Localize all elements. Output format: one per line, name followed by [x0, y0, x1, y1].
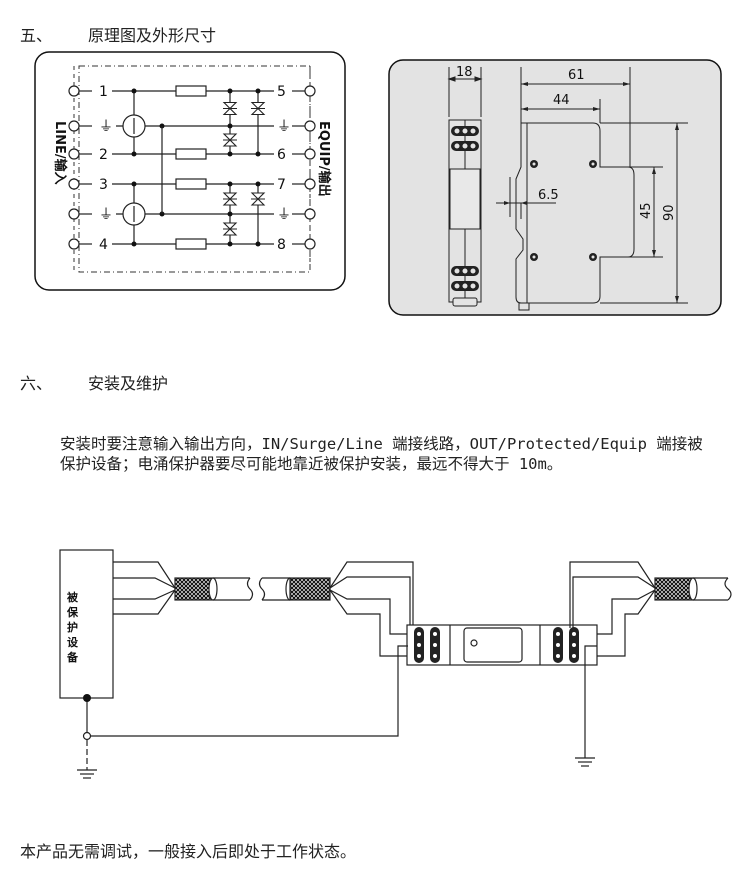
- device-label-char: 保: [66, 605, 79, 619]
- dim-height-label: 90: [662, 204, 677, 221]
- junction-dot: [227, 88, 233, 94]
- device-ground-node: [83, 694, 91, 702]
- input-terminal: [68, 85, 80, 97]
- dimension-drawing: 18 61 44 6.5 45 90: [388, 59, 722, 316]
- junction-dot: [227, 123, 233, 129]
- input-pin-label: ⏚: [99, 207, 113, 223]
- input-pin-label: 4: [99, 237, 108, 253]
- ground-icon: [77, 769, 97, 779]
- input-terminal: [68, 238, 80, 250]
- tvs-diode-icon: [222, 133, 238, 147]
- input-terminal: [68, 178, 80, 190]
- schematic-frame: [34, 51, 346, 291]
- junction-dot: [227, 181, 233, 187]
- device-label-char: 设: [67, 635, 79, 649]
- junction-dot: [255, 151, 261, 157]
- output-pin-label: 5: [277, 84, 286, 100]
- junction-dot: [227, 211, 233, 217]
- resistor: [175, 238, 207, 250]
- output-pin-label: 8: [277, 237, 286, 253]
- junction-dot: [131, 88, 137, 94]
- tvs-diode-icon: [250, 101, 266, 116]
- junction-dot: [255, 181, 261, 187]
- device-label-char: 被: [67, 590, 79, 604]
- ground-icon: [575, 757, 595, 767]
- tvs-diode-icon: [222, 101, 238, 116]
- dimension-arrows: [504, 82, 679, 303]
- section5-title: 原理图及外形尺寸: [88, 26, 217, 45]
- protected-device-label: 被 保 护 设 备: [66, 590, 79, 664]
- junction-dot: [227, 151, 233, 157]
- ground-junction: [82, 731, 92, 741]
- dim-depth-total-label: 61: [568, 68, 585, 83]
- enclosure-dashed-box: [78, 65, 311, 273]
- section6-title: 安装及维护: [88, 374, 169, 393]
- input-pin-label: 3: [99, 177, 108, 193]
- junction-dot: [227, 241, 233, 247]
- input-pin-label: 2: [99, 147, 108, 163]
- output-terminal: [304, 208, 316, 220]
- input-terminal: [68, 208, 80, 220]
- junction-dot: [131, 151, 137, 157]
- output-pin-label: 6: [277, 147, 286, 163]
- dim-depth-front-label: 44: [553, 93, 570, 108]
- tvs-diode-icon: [250, 192, 266, 206]
- dim-mount-spacing-label: 45: [639, 202, 654, 219]
- input-terminal: [68, 148, 80, 160]
- instructions-line-2: 保护设备；电涌保护器要尽可能地靠近被保护安装，最远不得大于 10m。: [60, 455, 563, 473]
- device-label-char: 备: [66, 650, 79, 664]
- installation-instructions: 安装时要注意输入输出方向，IN/Surge/Line 端接线路，OUT/Prot…: [60, 434, 750, 474]
- instructions-line-1: 安装时要注意输入输出方向，IN/Surge/Line 端接线路，OUT/Prot…: [60, 435, 703, 453]
- resistor: [175, 148, 207, 160]
- device-label-char: 护: [67, 620, 78, 634]
- output-terminal: [304, 85, 316, 97]
- output-pin-label: ⏚: [277, 207, 291, 223]
- output-pin-label: 7: [277, 177, 286, 193]
- tvs-diode-icon: [222, 222, 238, 236]
- resistor: [175, 85, 207, 97]
- spd-window: [463, 627, 523, 663]
- protected-device-box: [59, 549, 114, 699]
- input-label: LINE/输入: [52, 121, 68, 185]
- section6-number: 六、: [20, 374, 53, 393]
- input-pin-label: ⏚: [99, 119, 113, 135]
- output-pin-label: ⏚: [277, 119, 291, 135]
- junction-dot: [131, 181, 137, 187]
- output-terminal: [304, 178, 316, 190]
- junction-dot: [255, 241, 261, 247]
- junction-dot: [255, 88, 261, 94]
- input-terminal: [68, 120, 80, 132]
- input-pin-label: 1: [99, 84, 108, 100]
- section5-number: 五、: [20, 26, 53, 45]
- output-terminal: [304, 148, 316, 160]
- dimension-lines: [496, 67, 688, 304]
- dim-rail-offset-label: 6.5: [538, 188, 559, 203]
- tvs-diode-icon: [222, 192, 238, 206]
- output-terminal: [304, 120, 316, 132]
- output-terminal: [304, 238, 316, 250]
- wiring-diagram: 被 保 护 设 备: [59, 549, 732, 779]
- resistor: [175, 178, 207, 190]
- dim-width-label: 18: [456, 65, 473, 80]
- junction-dot: [131, 241, 137, 247]
- output-label: EQUIP/输出: [316, 121, 332, 197]
- footer-note: 本产品无需调试，一般接入后即处于工作状态。: [20, 842, 357, 861]
